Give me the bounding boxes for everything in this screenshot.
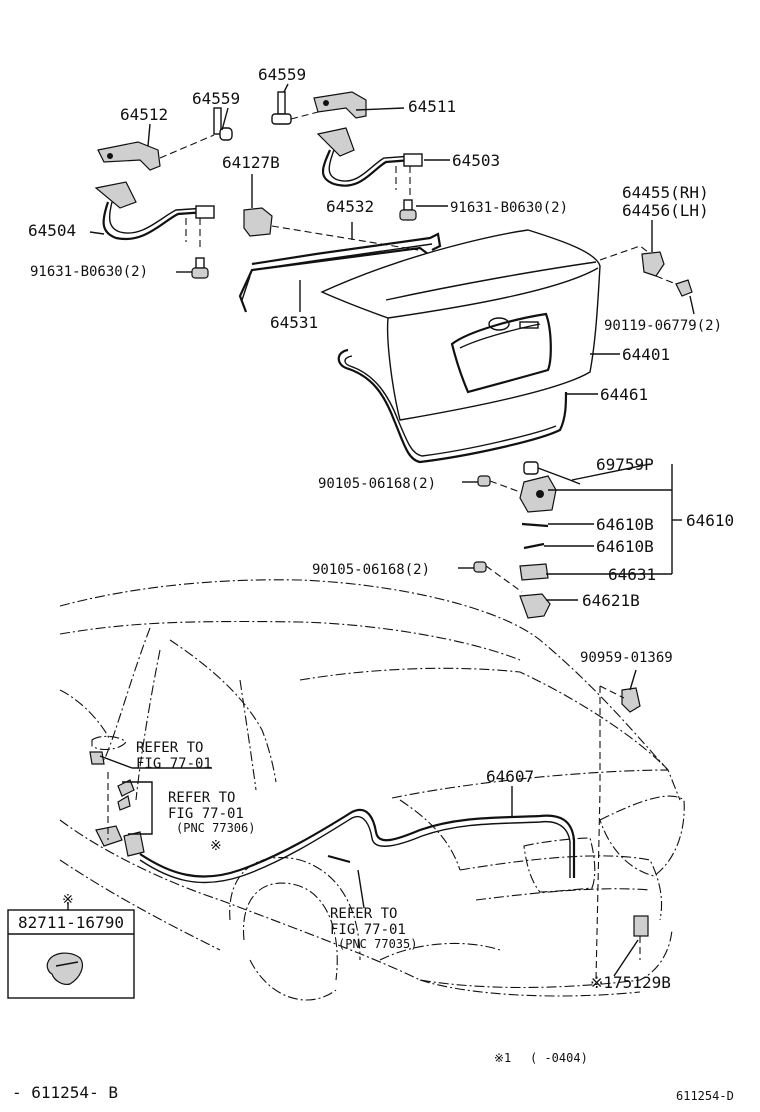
vehicle-body-outline <box>59 579 685 1001</box>
hinge-64504[interactable] <box>94 181 215 248</box>
label-64559: 64559 <box>192 89 240 108</box>
footnote-text: ( -0404) <box>530 1051 588 1065</box>
label-64503: 64503 <box>452 151 500 170</box>
label-91631-left: 91631-B0630(2) <box>30 264 148 280</box>
fuel-lid-lever-parts[interactable] <box>89 751 153 857</box>
footer-left-code: - 611254- B <box>12 1083 118 1102</box>
clip-box <box>7 909 135 999</box>
label-64127B: 64127B <box>222 153 280 172</box>
label-90105-a: 90105-06168(2) <box>318 476 436 492</box>
bolt-64559-top[interactable] <box>271 91 292 125</box>
leader-lines <box>67 83 695 977</box>
clip-82711[interactable] <box>46 952 83 985</box>
cover-64621B[interactable] <box>519 593 551 619</box>
label-90959: 90959-01369 <box>580 650 673 666</box>
emblem-75129B[interactable] <box>633 915 649 960</box>
label-64621B: 64621B <box>582 591 640 610</box>
bolt-90105-b[interactable] <box>473 561 523 593</box>
bolt-90105-a[interactable] <box>477 475 521 493</box>
label-64401: 64401 <box>622 345 670 364</box>
release-cable-64607[interactable] <box>139 808 576 884</box>
ref2-line1: REFER TO <box>168 790 235 806</box>
torsion-bar-64531[interactable] <box>238 246 429 313</box>
label-64456: 64456(LH) <box>622 201 709 220</box>
label-64631: 64631 <box>608 565 656 584</box>
hinge-bracket-64511[interactable] <box>290 91 367 120</box>
box-mark: ※ <box>62 892 74 908</box>
bracket-90959[interactable] <box>595 685 641 981</box>
label-75129B: ※175129B <box>590 973 671 992</box>
ref2-line3: (PNC 77306) <box>176 821 255 835</box>
ref2-line2: FIG 77-01 <box>168 806 244 822</box>
hinge-64503[interactable] <box>316 127 423 196</box>
label-90119: 90119-06779(2) <box>604 318 722 334</box>
label-91631-right: 91631-B0630(2) <box>450 200 568 216</box>
label-64532: 64532 <box>326 197 374 216</box>
box-part-label: 82711-16790 <box>18 913 124 932</box>
label-90105-b: 90105-06168(2) <box>312 562 430 578</box>
label-64455: 64455(RH) <box>622 183 709 202</box>
bolt-91631-right[interactable] <box>399 199 417 221</box>
weatherstrip-64461[interactable] <box>337 348 568 464</box>
switch-69759P[interactable] <box>523 461 581 485</box>
bolt-91631-left[interactable] <box>191 257 209 279</box>
lock-assembly-64610[interactable] <box>519 475 557 513</box>
label-64610B-a: 64610B <box>596 515 654 534</box>
label-64559-top: 64559 <box>258 65 306 84</box>
ref3-line3: (PNC 77035) <box>338 937 417 951</box>
label-69759P: 69759P <box>596 455 654 474</box>
label-64610: 64610 <box>686 511 734 530</box>
label-64461: 64461 <box>600 385 648 404</box>
label-64610B-b: 64610B <box>596 537 654 556</box>
label-64504: 64504 <box>28 221 76 240</box>
hinge-bracket-64512[interactable] <box>97 134 215 171</box>
pin-64610B-b[interactable] <box>523 542 545 550</box>
ref3-line1: REFER TO <box>330 906 397 922</box>
bolt-64559-left[interactable] <box>213 107 233 141</box>
clip-64127B[interactable] <box>243 207 419 251</box>
label-64607: 64607 <box>486 767 534 786</box>
label-64531: 64531 <box>270 313 318 332</box>
cable-mark: ※ <box>210 838 222 854</box>
label-64512: 64512 <box>120 105 168 124</box>
screw-90119[interactable] <box>675 279 693 297</box>
trunk-lid-64401[interactable] <box>320 229 601 421</box>
footnote-mark: ※1 <box>494 1051 511 1065</box>
footer-right-code: 611254-D <box>676 1089 734 1103</box>
stopper-64455-64456[interactable] <box>599 245 677 285</box>
ref1-line1: REFER TO <box>136 740 203 756</box>
ref1-line2: FIG 77-01 <box>136 756 212 772</box>
striker-64631[interactable] <box>519 563 549 581</box>
label-64511: 64511 <box>408 97 456 116</box>
pin-64610B-a[interactable] <box>521 522 549 528</box>
ref3-line2: FIG 77-01 <box>330 922 406 938</box>
